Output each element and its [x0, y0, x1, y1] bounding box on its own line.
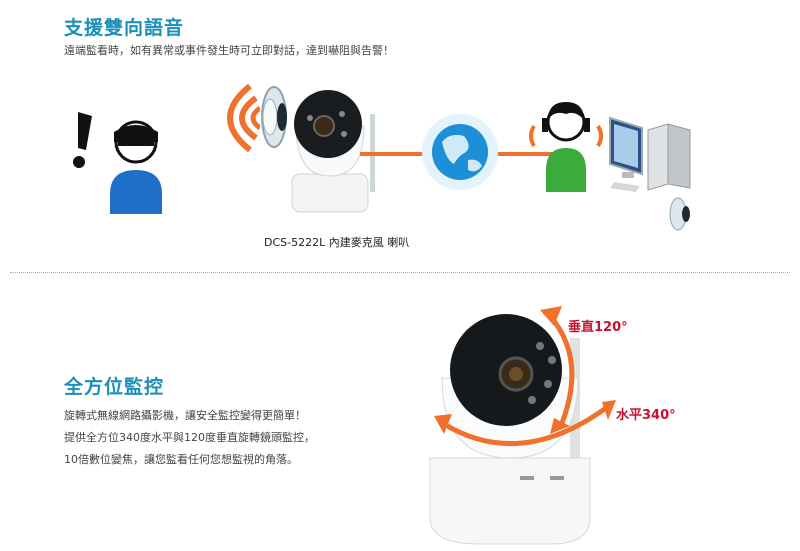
vertical-angle-label: 垂直120°: [568, 320, 628, 335]
camera-caption: DCS-5222L 內建麥克風 喇叭: [264, 236, 410, 249]
section-description-two-way-audio: 遠端監看時，如有異常或事件發生時可立即對話，達到嚇阻與告警！: [64, 44, 394, 57]
section-title-two-way-audio: 支援雙向語音: [64, 17, 185, 39]
description-line: 提供全方位340度水平與120度垂直旋轉鏡頭監控，: [64, 431, 315, 444]
sound-waves-icon: [227, 83, 260, 153]
section-divider: [10, 272, 790, 273]
horizontal-angle-label: 水平340°: [616, 408, 676, 423]
globe-icon: [422, 114, 498, 190]
speaker-icon: [261, 86, 287, 148]
operator-icon: [529, 102, 603, 192]
section-title-pan-tilt: 全方位監控: [64, 376, 165, 398]
pan-tilt-description: 旋轉式無線網路攝影機，讓安全監控變得更簡單！ 提供全方位340度水平與120度垂…: [64, 405, 315, 471]
speaker-small-icon: [669, 197, 690, 231]
horizontal-rotation-arrow: [434, 400, 616, 447]
description-line: 10倍數位變焦，讓您監看任何您想監視的角落。: [64, 453, 298, 466]
intruder-icon: [110, 120, 162, 214]
description-line: 旋轉式無線網路攝影機，讓安全監控變得更簡單！: [64, 409, 306, 422]
computer-icon: [609, 116, 691, 192]
exclamation-icon: [73, 112, 92, 168]
vertical-rotation-arrow: [540, 306, 575, 434]
